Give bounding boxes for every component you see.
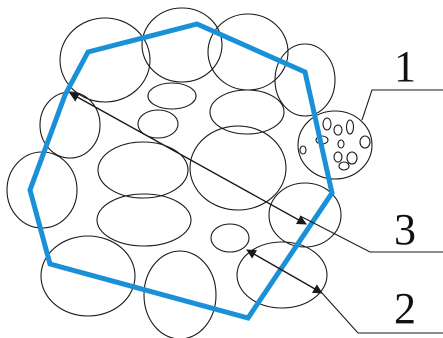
inner-grain-6 <box>210 223 250 253</box>
grain-top-right <box>207 13 289 91</box>
subgrain-g <box>299 145 307 155</box>
grain-bottom-center <box>143 250 217 338</box>
inner-grain-1 <box>147 82 197 110</box>
subgrain-cluster <box>297 110 373 180</box>
leader-line-3 <box>299 215 443 253</box>
grain-top-center <box>141 7 223 83</box>
label-2: 2 <box>394 284 416 333</box>
grain-group <box>6 7 342 338</box>
leader-line-2 <box>321 292 443 334</box>
subgrain-f <box>359 135 371 149</box>
grain-left-upper <box>39 91 101 159</box>
inner-grain-5 <box>96 193 192 247</box>
subgrain-b <box>333 124 343 136</box>
hexagonal-boundary <box>27 21 335 321</box>
label-1: 1 <box>394 42 416 91</box>
label-3: 3 <box>394 205 416 254</box>
inner-grain-3 <box>209 89 285 135</box>
diameter-arrow-long <box>69 92 307 225</box>
subgrain-j <box>338 161 350 171</box>
grain-bottom-right <box>236 241 328 309</box>
grain-bottom-left <box>40 235 136 317</box>
subgrain-e <box>337 139 345 149</box>
subgrain-c <box>345 119 355 135</box>
diameter-arrow-short <box>246 249 323 294</box>
leader-line-1 <box>361 89 443 121</box>
subgrain-h <box>333 151 343 163</box>
grain-top-left <box>59 17 151 103</box>
subgrain-i <box>346 151 358 165</box>
subgrain-a <box>322 117 332 131</box>
